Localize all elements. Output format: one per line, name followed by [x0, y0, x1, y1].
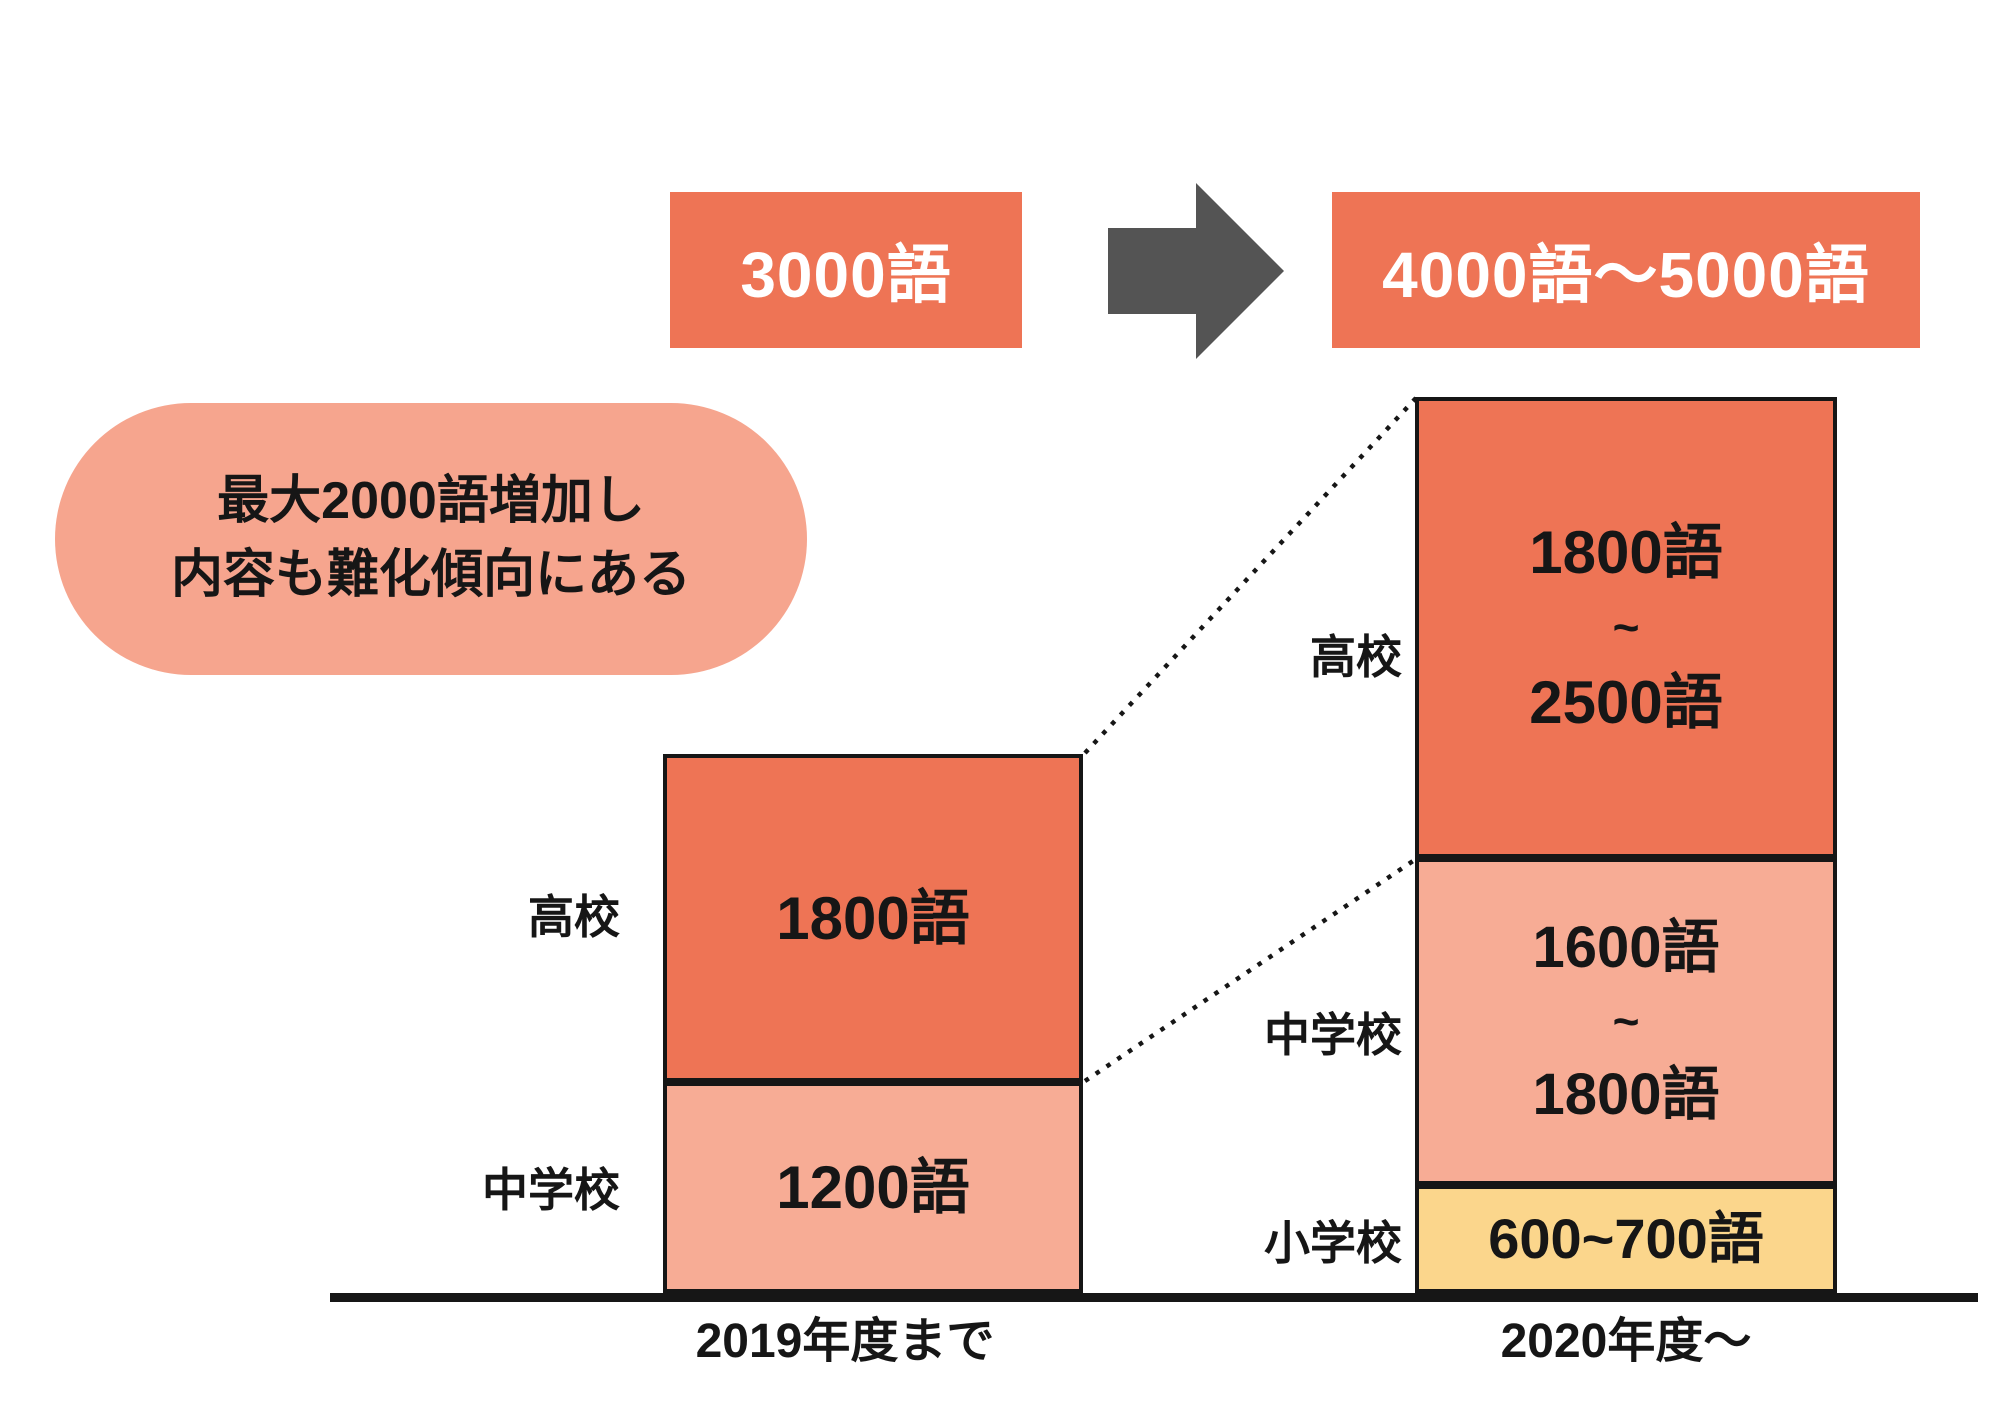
before-total-box: 3000語: [670, 192, 1022, 348]
bar-2019-middleschool-segment: 1200語: [663, 1082, 1083, 1293]
label-2019-middleschool: 中学校: [482, 1164, 620, 1216]
transition-arrow: [1108, 183, 1284, 359]
x-axis-line: [330, 1293, 1978, 1302]
callout-line-2: 内容も難化傾向にある: [170, 546, 691, 604]
bar-2019-highschool-value: 1800語: [776, 884, 970, 952]
bar-2019-middleschool-value: 1200語: [776, 1154, 970, 1221]
connector-bottom-dotted-line: [1083, 857, 1418, 1083]
label-2020-elementary: 小学校: [1264, 1217, 1402, 1269]
before-total-label: 3000語: [740, 239, 952, 311]
bar-2020-middleschool-value-to: 1800語: [1532, 1061, 1720, 1127]
after-total-label: 4000語〜5000語: [1382, 239, 1870, 311]
right-arrow-icon: [1108, 183, 1284, 359]
label-2020-highschool: 高校: [1310, 631, 1402, 683]
after-total-box: 4000語〜5000語: [1332, 192, 1920, 348]
callout-bubble: 最大2000語増加し 内容も難化傾向にある: [55, 403, 807, 675]
bar-2020: 1800語 ~ 2500語 1600語 ~ 1800語 600~700語: [1415, 397, 1837, 1293]
bar-2020-elementary-value: 600~700語: [1488, 1207, 1764, 1270]
bar-2020-highschool-value-to: 2500語: [1529, 668, 1723, 736]
bar-2020-highschool-tilde: ~: [1612, 601, 1640, 654]
bar-2020-middleschool-segment: 1600語 ~ 1800語: [1415, 858, 1837, 1185]
bar-2019-highschool-segment: 1800語: [663, 754, 1083, 1082]
bar-2019: 1800語 1200語: [663, 754, 1083, 1293]
callout-line-1: 最大2000語増加し: [217, 472, 645, 531]
bar-2020-highschool-value-from: 1800語: [1529, 519, 1723, 587]
label-2019-highschool: 高校: [528, 891, 620, 943]
x-axis-label-2019: 2019年度まで: [695, 1315, 995, 1368]
bar-2020-middleschool-tilde: ~: [1612, 995, 1640, 1048]
label-2020-middleschool: 中学校: [1264, 1009, 1402, 1061]
bar-2020-middleschool-value-from: 1600語: [1532, 915, 1720, 981]
connector-top-dotted-line: [1083, 396, 1418, 755]
bar-2020-elementary-segment: 600~700語: [1415, 1185, 1837, 1293]
bar-2020-highschool-segment: 1800語 ~ 2500語: [1415, 397, 1837, 858]
x-axis-label-2020: 2020年度〜: [1500, 1315, 1752, 1368]
